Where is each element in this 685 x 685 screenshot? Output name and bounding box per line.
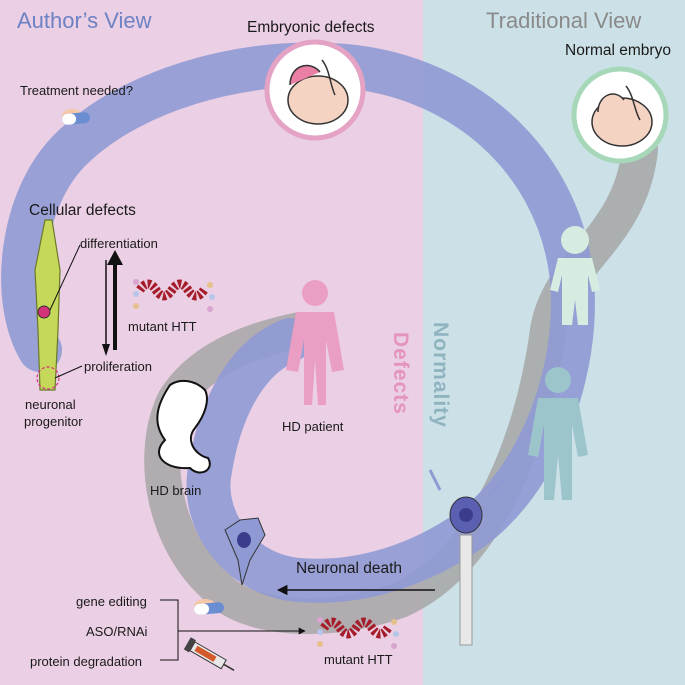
hd-patient-figure-icon [286,280,344,405]
differentiation-pointer [49,244,81,311]
normality-side-label: Normality [429,322,452,428]
embryonic-defects-label: Embryonic defects [247,19,375,36]
neuronal-progenitor-icon [34,219,61,391]
author-view-title: Author’s View [17,8,152,33]
embryonic-defects-embryo-icon [264,39,366,141]
differentiation-label: differentiation [80,236,158,251]
syringe-icon [183,637,235,671]
treatment-aso-rnai: ASO/RNAi [86,624,148,639]
treatment-protein-degradation: protein degradation [30,654,143,669]
htt-beads-icon-top [133,279,215,312]
htt-beads-icon-bottom [317,617,399,649]
treatment-needed-label: Treatment needed? [20,83,133,98]
treatment-gene-editing: gene editing [76,594,147,609]
neuron-icon [428,469,507,646]
neuronal-progenitor-label-line1: neuronal [25,397,76,412]
proliferation-label: proliferation [84,359,152,374]
cellular-defects-label: Cellular defects [29,202,136,219]
dying-neuron-icon [224,517,266,586]
mutant-htt-top-label: mutant HTT [128,319,197,334]
neuronal-progenitor-label-line2: progenitor [24,414,83,429]
mutant-htt-bottom-label: mutant HTT [324,652,393,667]
normal-embryo-label: Normal embryo [565,42,671,59]
defects-side-label: Defects [389,332,412,415]
hd-brain-icon [156,379,211,474]
adult-figure-icon [528,367,588,500]
normal-embryo-icon [571,66,669,164]
hd-patient-label: HD patient [282,419,344,434]
child-figure-icon [550,226,600,325]
proliferation-pointer [54,365,83,379]
treatment-capsule-icon [62,109,91,125]
neuronal-death-label: Neuronal death [296,560,402,577]
bottom-capsule-icon [194,599,225,615]
hd-brain-label: HD brain [150,483,202,498]
traditional-view-title: Traditional View [486,8,642,33]
